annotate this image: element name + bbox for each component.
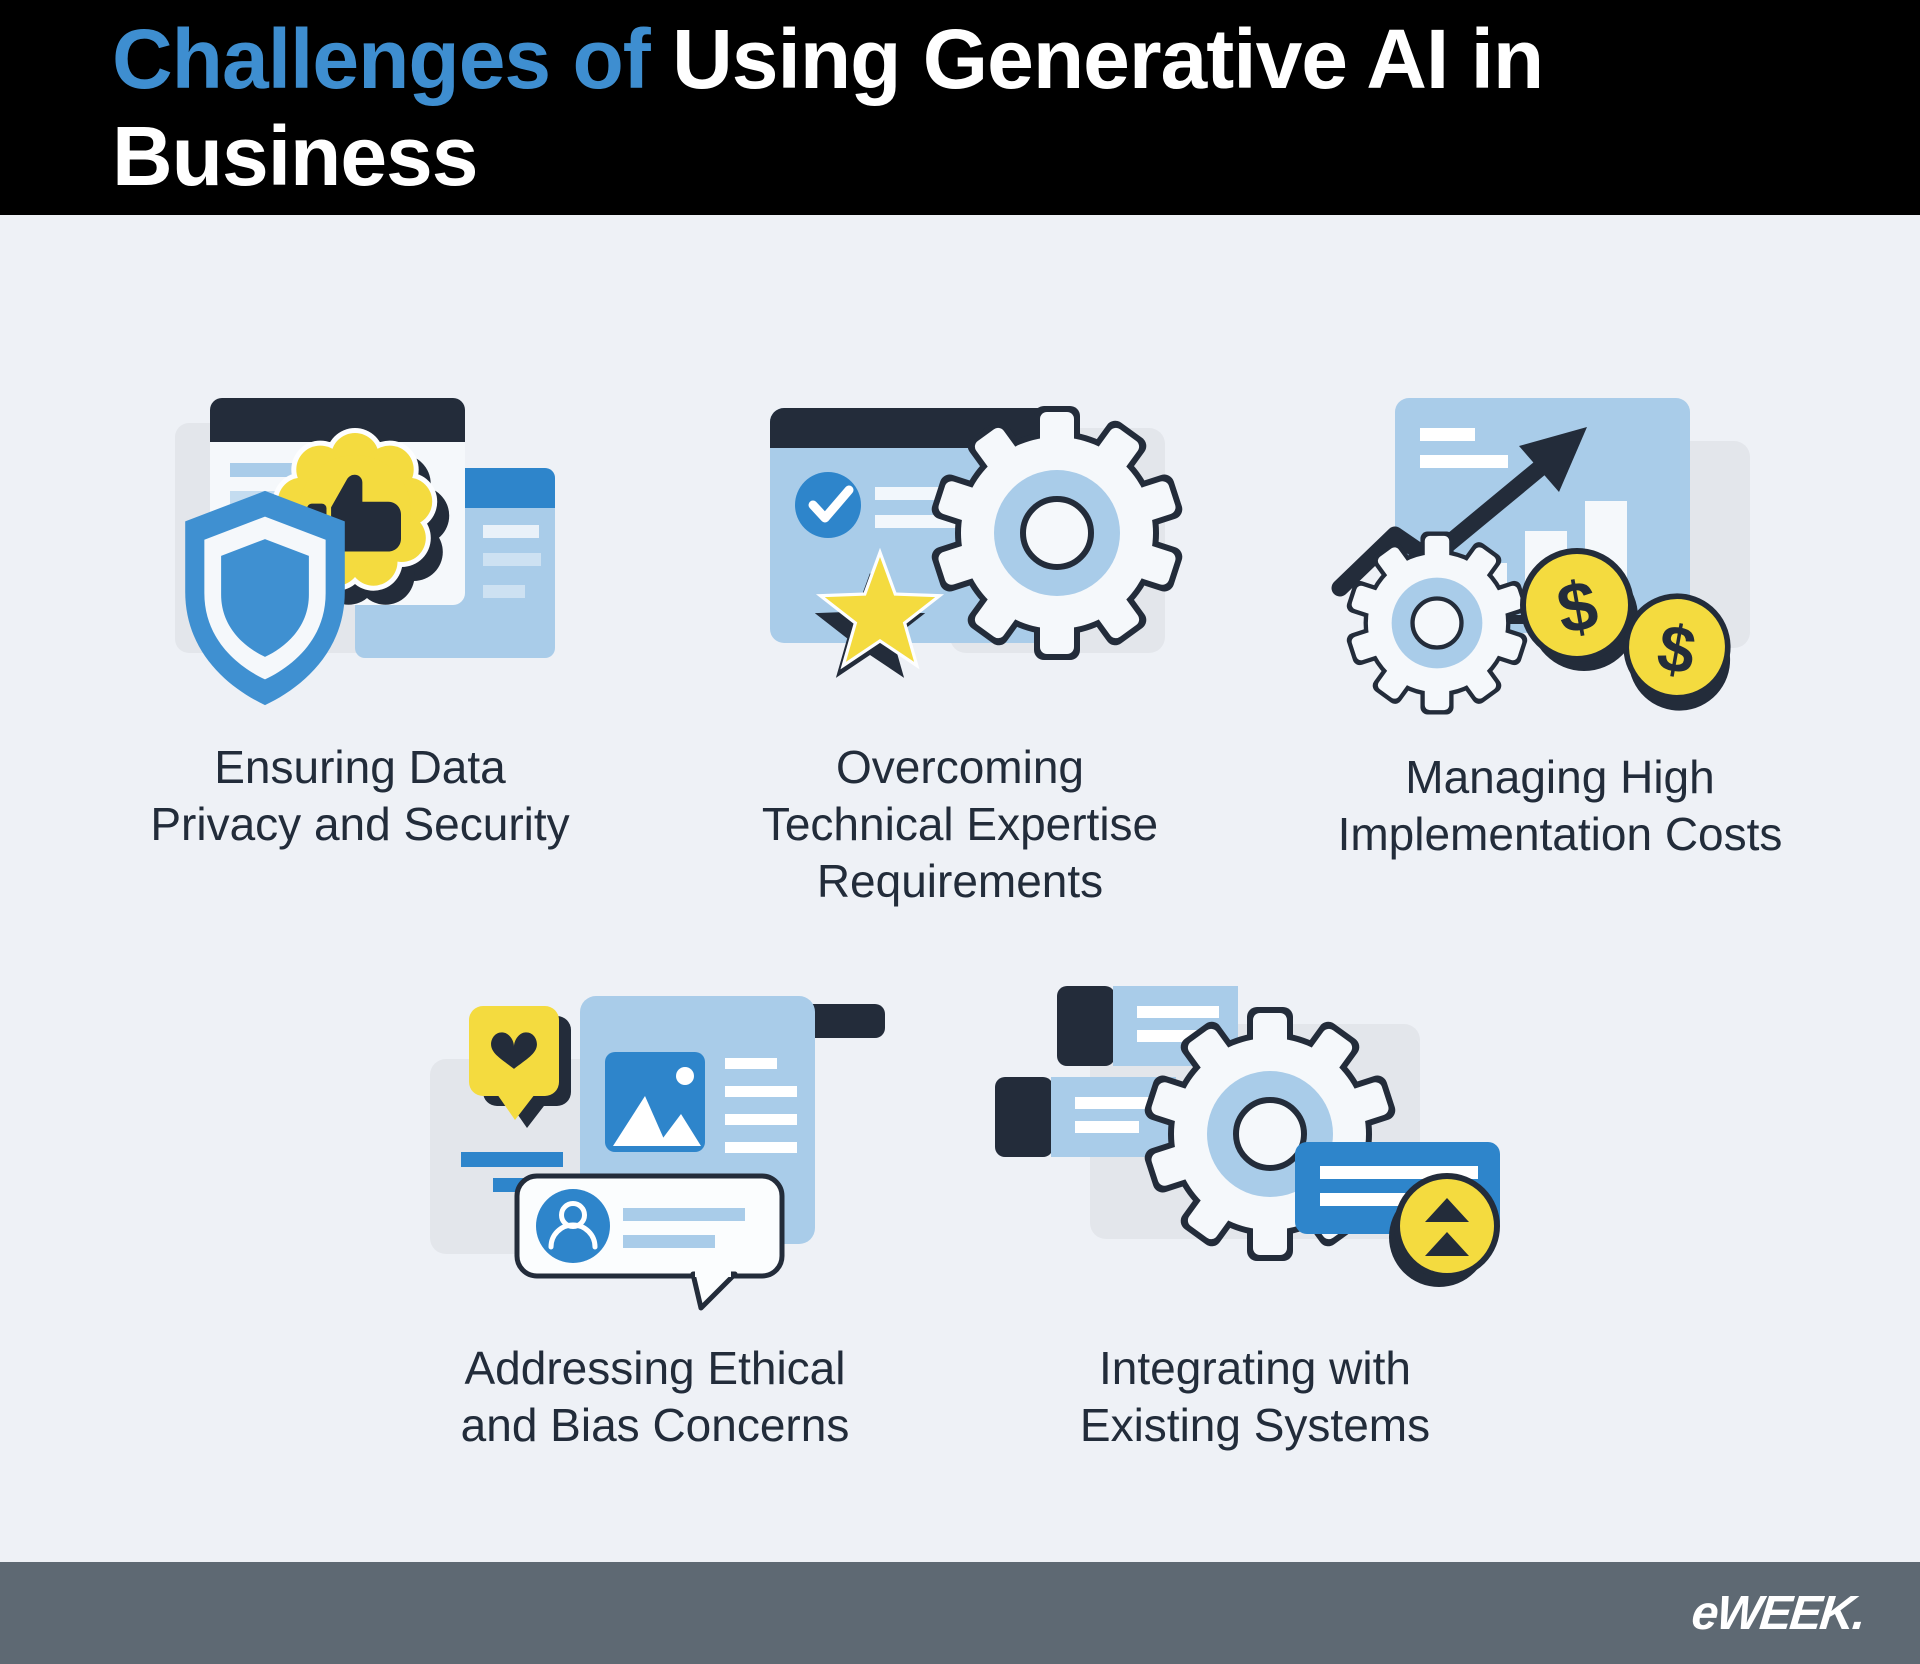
dollar-coin-icon (1523, 551, 1638, 671)
page-title-rest: Using Generative AI in Business (112, 11, 1544, 203)
caption-line: Managing High (1405, 751, 1715, 803)
card-caption: Overcoming Technical Expertise Requireme… (762, 739, 1158, 910)
caption-line: Technical Expertise (761, 798, 1159, 850)
star-icon (814, 547, 945, 678)
gear-modules-upgrade-illustration (995, 986, 1500, 1287)
caption-line: Overcoming (836, 741, 1084, 793)
card-data-privacy: Ensuring Data Privacy and Security (60, 383, 660, 910)
challenges-row-1: Ensuring Data Privacy and Security (0, 215, 1920, 910)
browser-gear-star-illustration (770, 383, 1195, 678)
card-ethical-bias: Addressing Ethical and Bias Concerns (405, 974, 905, 1454)
caption-line: Requirements (816, 855, 1104, 907)
growth-chart-gear-coins-illustration (1331, 398, 1795, 723)
card-technical-expertise: Overcoming Technical Expertise Requireme… (660, 383, 1260, 910)
card-system-integration: Integrating with Existing Systems (995, 974, 1515, 1454)
card-caption: Managing High Implementation Costs (1338, 749, 1783, 863)
card-implementation-costs: Managing High Implementation Costs (1260, 383, 1860, 910)
growth-arrow-icon (1331, 427, 1587, 597)
card-caption: Integrating with Existing Systems (1080, 1340, 1430, 1454)
page-title: Challenges of Using Generative AI in Bus… (112, 11, 1920, 205)
heart-icon (491, 1032, 537, 1069)
shield-icon (185, 490, 345, 706)
page-title-highlight: Challenges of (112, 11, 651, 106)
challenges-row-2: Addressing Ethical and Bias Concerns (0, 974, 1920, 1454)
caption-line: Addressing Ethical (464, 1342, 846, 1394)
caption-line: Implementation Costs (1337, 808, 1783, 860)
card-caption: Ensuring Data Privacy and Security (150, 739, 569, 853)
chat-bubble-icon (514, 1173, 785, 1311)
shield-browser-thumbs-up-illustration (175, 398, 555, 706)
caption-line: Integrating with (1099, 1342, 1411, 1394)
heart-pin-icon (469, 1006, 571, 1128)
footer-bar: eWEEK. (0, 1562, 1920, 1664)
header-bar: Challenges of Using Generative AI in Bus… (0, 0, 1920, 215)
content-card-chat-heart-illustration (430, 996, 885, 1311)
card-caption: Addressing Ethical and Bias Concerns (461, 1340, 850, 1454)
check-circle-icon (795, 472, 861, 538)
caption-line: and Bias Concerns (460, 1399, 850, 1451)
caption-line: Ensuring Data (214, 741, 506, 793)
upgrade-badge-icon (1389, 1173, 1500, 1287)
eweek-logo: eWEEK. (1689, 1586, 1867, 1640)
caption-line: Existing Systems (1079, 1399, 1431, 1451)
caption-line: Privacy and Security (150, 798, 570, 850)
